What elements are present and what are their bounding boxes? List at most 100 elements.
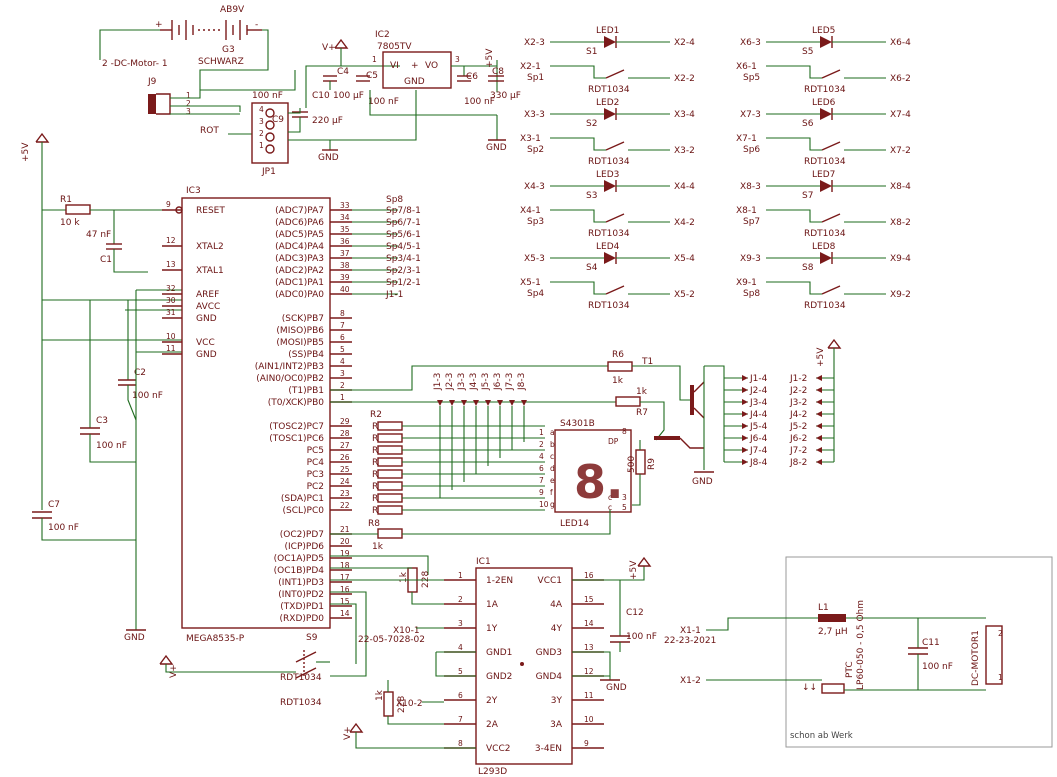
net-xc: X6-1 [736,62,757,72]
c1-value: 47 nF [86,230,111,240]
factory-note: schon ab Werk [790,731,853,741]
ic1-pin-num: 16 [584,571,594,580]
net-xd: X5-2 [674,290,695,300]
c9-value: 100 nF [252,91,283,101]
mcu-pin-label: (OC2)PD7 [280,530,324,540]
mcu-pin-num: 23 [340,489,350,498]
mcu-pin-label: RESET [196,206,225,216]
mcu-pin-label: (TOSC1)PC6 [269,434,324,444]
ic1-pin-label: 2Y [486,696,498,706]
x10-part: 22-05-7028-02 [358,635,425,645]
net-xb: X2-4 [674,38,695,48]
c4-ref: C4 [337,67,349,77]
mcu-pin-num: 26 [340,453,350,462]
r2-element: R [372,434,378,444]
switch-ref: S5 [802,47,813,57]
c3-value: 100 nF [96,441,127,451]
mcu-pin-num: 7 [340,321,345,330]
mcu-pin-num: 35 [340,225,350,234]
r9-ref: R9 [647,458,657,470]
mcu-pin-num: 6 [340,333,345,342]
ic1-pin-label: GND2 [486,672,512,682]
mcu-pin-label: XTAL2 [196,242,224,252]
r2-element: R [372,458,378,468]
s9-type: RDT1034 [280,673,322,683]
ic1-pin-label: 3A [550,720,563,730]
seg-letter: a [550,428,555,437]
ic1-pin-label: 1A [486,600,499,610]
j3-label: J2-3 [445,373,455,391]
net-xd: X9-2 [890,290,911,300]
mcu-pin-num: 36 [340,237,350,246]
j4-label: J7-4 [749,446,768,456]
ic1-pin-num: 5 [458,667,463,676]
led-ref: LED5 [812,26,835,36]
mcu-pin-num: 33 [340,201,350,210]
mcu-pin-label: (ADC4)PA4 [275,242,324,252]
r2-element: R [372,494,378,504]
led-ref: LED2 [596,98,619,108]
pa-net-label: Sp2/3-1 [386,266,421,276]
j4-label: J4-4 [749,410,768,420]
vplus-label-1: V+ [322,43,336,53]
mcu-pin-label: (TOSC2)PC7 [269,422,324,432]
j-connectors: J1-4J2-4J3-4J4-4J5-4J6-4J7-4J8-4J1-2J2-2… [724,374,834,468]
switch-ref: S6 [802,119,814,129]
svg-text:1: 1 [998,673,1003,682]
seg-letter: d [550,464,555,473]
mcu-pin-num: 31 [166,308,176,317]
svg-text:VO: VO [425,61,438,71]
seg-digit: 8. [574,455,623,509]
j2-label: J1-2 [789,374,807,384]
mcu-pin-num: 18 [340,561,350,570]
svg-text:↓↓: ↓↓ [802,683,817,693]
s9-ref: S9 [306,633,318,643]
mcu-pin-num: 11 [166,344,176,353]
r2-element: R [372,470,378,480]
net-xa: X4-3 [524,182,545,192]
jp1-ref: JP1 [261,167,276,177]
ic1-pin-num: 11 [584,691,594,700]
mcu-pin-label: (MISO)PB6 [276,326,324,336]
net-xc: X5-1 [520,278,541,288]
ic1-pin-num: 9 [584,739,589,748]
j3-label: J4-3 [469,373,479,391]
led-ref: LED4 [596,242,620,252]
switch-type: RDT1034 [804,85,846,95]
r9-value: 500 [627,456,637,473]
net-xc: X3-1 [520,134,541,144]
gnd-4: GND [692,477,713,487]
seg-letter: c [608,493,612,502]
net-xd: X4-2 [674,218,695,228]
mcu-pin-num: 8 [340,309,345,318]
ic1-pin-label: VCC2 [486,744,510,754]
vplus-label-2: V+ [169,664,179,678]
seg-led: LED14 [560,519,589,529]
mcu-pin-num: 3 [340,369,345,378]
r2-element: R [372,506,378,516]
sp8-label: Sp8 [386,195,403,205]
led-ref: LED6 [812,98,836,108]
pa-net-label: Sp6/7-1 [386,218,421,228]
j4-label: J5-4 [749,422,768,432]
vplus-label-3: V+ [343,726,353,740]
jack-ref: J9 [147,77,157,87]
seg-pin-num: 8 [622,427,627,436]
motor-ref: DC-MOTOR1 [971,630,981,686]
gnd-1: GND [318,153,339,163]
seg-pin-num: 4 [539,452,544,461]
svg-text:3: 3 [259,117,264,126]
ic1-pin-label: 3Y [551,696,563,706]
net-xc: X7-1 [736,134,757,144]
switch-ref: S8 [802,263,814,273]
mcu-pin-num: 39 [340,273,350,282]
mcu-pin-num: 19 [340,549,350,558]
ic1-pin-label: GND4 [536,672,563,682]
mcu-pin-label: (ADC0)PA0 [275,290,324,300]
svg-text:2: 2 [186,99,191,108]
pa-net-label: J1-1 [385,290,403,300]
gnd-2: GND [486,143,507,153]
